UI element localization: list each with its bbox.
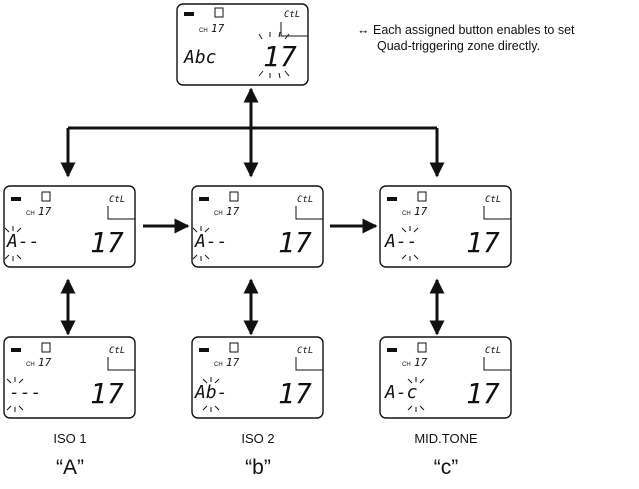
ch-number: 17: [226, 356, 240, 369]
battery-icon: [387, 348, 397, 352]
channel-value: 17: [90, 226, 124, 259]
group-label: A--: [6, 231, 40, 252]
ch-prefix: CH: [402, 211, 411, 217]
blink-rays: [4, 226, 22, 261]
battery-icon: [11, 197, 21, 201]
group-label: A--: [384, 231, 418, 252]
ctl-code: CtL: [485, 346, 501, 356]
double-arrow-icon: ↔: [357, 23, 370, 37]
battery-icon: [199, 197, 209, 201]
group-label: A--: [194, 231, 228, 252]
ch-number: 17: [226, 205, 240, 218]
lcd-top: CtL CH 17 Abc 17: [176, 3, 309, 86]
ctl-code: CtL: [109, 195, 125, 205]
channel-value: 17: [278, 226, 312, 259]
channel-value: 17: [90, 377, 124, 410]
lcd-mid-a: CtL CH 17 A-- 17: [3, 185, 136, 268]
column-quote-a: “A”: [56, 456, 84, 479]
channel-value: 17: [466, 377, 500, 410]
lcd-bot-b: CtL CH 17 Ab- 17: [191, 336, 324, 419]
flash-icon: [229, 342, 239, 353]
blink-rays: [401, 226, 419, 261]
group-label: Abc: [183, 47, 217, 68]
flash-icon: [229, 191, 239, 202]
battery-icon: [11, 348, 21, 352]
connectors: [60, 87, 445, 336]
blink-rays: [6, 377, 24, 412]
channel-value: 17: [263, 40, 297, 73]
flash-icon: [214, 7, 224, 18]
note-text: ↔ Each assigned button enables to set Qu…: [357, 22, 639, 54]
ch-number: 17: [414, 356, 428, 369]
blink-rays: [258, 31, 290, 79]
column-quote-c: “c”: [433, 456, 459, 479]
ch-number: 17: [211, 22, 225, 35]
battery-icon: [199, 348, 209, 352]
blink-rays: [192, 226, 210, 261]
lcd-bot-c: CtL CH 17 A-c 17: [379, 336, 512, 419]
flash-icon: [417, 191, 427, 202]
group-label: Ab-: [194, 382, 228, 403]
lcd-bot-a: CtL CH 17 --- 17: [3, 336, 136, 419]
lcd-mid-c: CtL CH 17 A-- 17: [379, 185, 512, 268]
note-line-1: Each assigned button enables to set: [372, 23, 575, 37]
channel-value: 17: [466, 226, 500, 259]
ch-number: 17: [414, 205, 428, 218]
ch-number: 17: [38, 356, 52, 369]
ctl-code: CtL: [109, 346, 125, 356]
battery-icon: [387, 197, 397, 201]
ch-number: 17: [38, 205, 52, 218]
group-label: A-c: [384, 382, 418, 403]
flash-icon: [41, 191, 51, 202]
ctl-code: CtL: [297, 195, 313, 205]
blink-rays: [407, 377, 425, 412]
ch-prefix: CH: [26, 211, 35, 217]
column-quote-b: “b”: [245, 456, 271, 479]
note-line-2: Quad-triggering zone directly.: [377, 39, 541, 53]
ch-prefix: CH: [199, 28, 208, 34]
lcd-mid-b: CtL CH 17 A-- 17: [191, 185, 324, 268]
channel-value: 17: [278, 377, 312, 410]
ctl-code: CtL: [297, 346, 313, 356]
column-label-midtone: MID.TONE: [414, 431, 478, 446]
ctl-code: CtL: [284, 10, 300, 20]
group-label: ---: [9, 382, 42, 403]
flash-icon: [417, 342, 427, 353]
ch-prefix: CH: [214, 211, 223, 217]
flash-icon: [41, 342, 51, 353]
blink-rays: [202, 377, 220, 412]
ch-prefix: CH: [26, 362, 35, 368]
column-label-iso2: ISO 2: [241, 431, 275, 446]
ctl-code: CtL: [485, 195, 501, 205]
ch-prefix: CH: [402, 362, 411, 368]
ch-prefix: CH: [214, 362, 223, 368]
column-label-iso1: ISO 1: [53, 431, 87, 446]
battery-icon: [184, 12, 194, 16]
